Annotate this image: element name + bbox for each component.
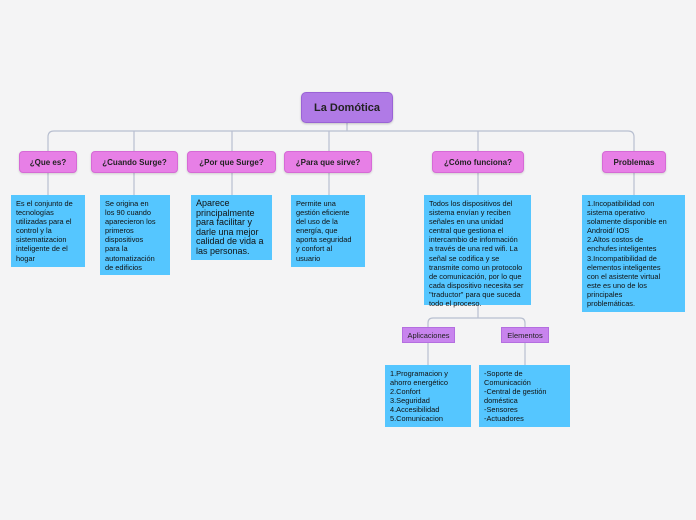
topic-por-que-surge[interactable]: ¿Por que Surge? bbox=[187, 151, 276, 173]
topic-como-funciona[interactable]: ¿Cómo funciona? bbox=[432, 151, 524, 173]
subtopic-elementos[interactable]: Elementos bbox=[501, 327, 549, 343]
topic-problemas[interactable]: Problemas bbox=[602, 151, 666, 173]
content-por-que-surge[interactable]: Aparece principalmente para facilitar y … bbox=[191, 195, 272, 260]
content-problemas[interactable]: 1.Incopatibilidad con sistema operativo … bbox=[582, 195, 685, 312]
subtopic-aplicaciones[interactable]: Aplicaciones bbox=[402, 327, 455, 343]
topic-para-que-sirve[interactable]: ¿Para que sirve? bbox=[284, 151, 372, 173]
content-como-funciona[interactable]: Todos los dispositivos del sistema envía… bbox=[424, 195, 531, 308]
content-elementos[interactable]: -Soporte de Comunicación -Central de ges… bbox=[479, 365, 570, 427]
topic-cuando-surge[interactable]: ¿Cuando Surge? bbox=[91, 151, 178, 173]
connector-bus bbox=[47, 130, 635, 151]
central-topic[interactable]: La Domótica bbox=[301, 92, 393, 123]
content-cuando-surge[interactable]: Se origina en los 90 cuando aparecieron … bbox=[100, 195, 170, 275]
connector-sub-bus bbox=[427, 317, 526, 328]
content-aplicaciones[interactable]: 1.Programacion y ahorro energético 2.Con… bbox=[385, 365, 471, 427]
content-para-que-sirve[interactable]: Permite una gestión eficiente del uso de… bbox=[291, 195, 365, 267]
content-que-es[interactable]: Es el conjunto de tecnologías utilizadas… bbox=[11, 195, 85, 267]
topic-que-es[interactable]: ¿Que es? bbox=[19, 151, 77, 173]
